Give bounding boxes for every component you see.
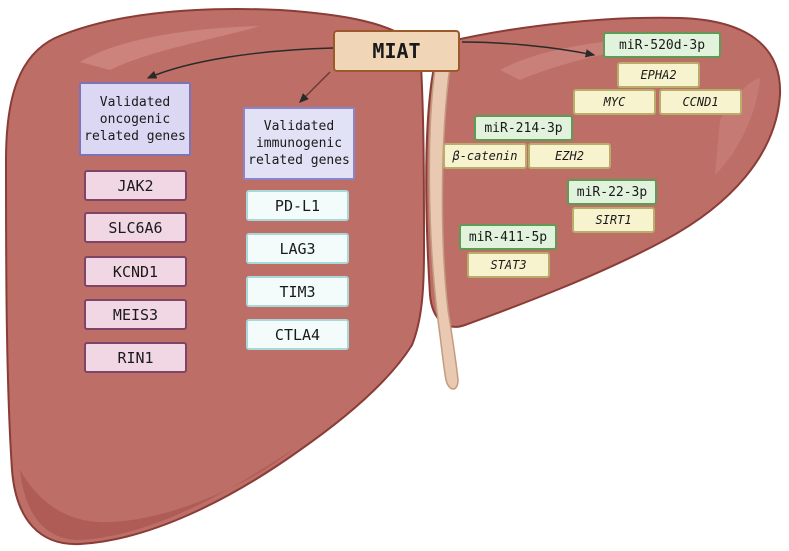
immunogenic-genes-header: Validated immunogenic related genes	[243, 107, 355, 180]
target-sirt1: SIRT1	[572, 207, 655, 233]
oncogenic-gene-rin1: RIN1	[84, 342, 187, 373]
target-beta-catenin: β-catenin	[443, 143, 527, 169]
target-ezh2: EZH2	[528, 143, 611, 169]
mirna-411-5p: miR-411-5p	[459, 224, 557, 250]
oncogenic-gene-meis3: MEIS3	[84, 299, 187, 330]
immunogenic-gene-lag3: LAG3	[246, 233, 349, 264]
mirna-22-3p: miR-22-3p	[567, 179, 657, 205]
liver-shadow	[20, 448, 295, 540]
target-ccnd1: CCND1	[659, 89, 742, 115]
liver-highlight-right-lower	[715, 78, 760, 175]
immunogenic-gene-pd-l1: PD-L1	[246, 190, 349, 221]
target-stat3: STAT3	[467, 252, 550, 278]
immunogenic-gene-tim3: TIM3	[246, 276, 349, 307]
miat-node: MIAT	[333, 30, 460, 72]
arrow-to-immunogenic	[299, 71, 331, 103]
oncogenic-gene-slc6a6: SLC6A6	[84, 212, 187, 243]
liver-highlight-left	[80, 26, 260, 70]
liver-left-lobe	[4, 8, 426, 546]
mirna-214-3p: miR-214-3p	[474, 115, 573, 141]
falciform-ligament	[428, 49, 459, 390]
arrow-to-oncogenic	[146, 47, 334, 79]
immunogenic-gene-ctla4: CTLA4	[246, 319, 349, 350]
oncogenic-gene-jak2: JAK2	[84, 170, 187, 201]
mirna-520d-3p: miR-520d-3p	[603, 32, 721, 58]
arrow-to-mirna	[461, 41, 596, 58]
target-epha2: EPHA2	[617, 62, 700, 88]
target-myc: MYC	[573, 89, 656, 115]
oncogenic-genes-header: Validated oncogenic related genes	[79, 82, 191, 156]
oncogenic-gene-kcnd1: KCND1	[84, 256, 187, 287]
liver-right-lobe	[425, 16, 782, 328]
